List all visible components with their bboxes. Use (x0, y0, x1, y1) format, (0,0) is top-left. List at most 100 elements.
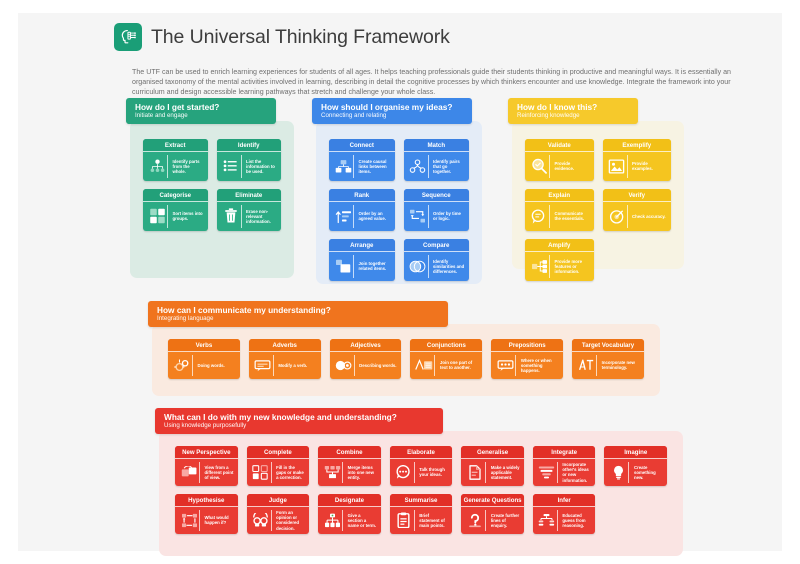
card-title: Connect (329, 139, 395, 152)
card-connect[interactable]: Connect (329, 139, 395, 181)
merge-blocks-icon (322, 461, 344, 483)
section-how-do-i-know: How do I know this? Reinforcing knowledg… (508, 98, 684, 281)
card-description: Brief statement of main points. (419, 512, 445, 529)
card-prepositions[interactable]: Prepositions Where or when something (491, 339, 564, 379)
card-title: Generalise (461, 446, 524, 459)
section-subtitle: Using knowledge purposefully (164, 422, 247, 429)
card-description: Provide examples. (632, 161, 653, 172)
card-hypothesise[interactable]: Hypothesise (175, 494, 238, 534)
target-check-icon (607, 204, 628, 228)
card-description: List the information to be used. (246, 158, 275, 175)
card-title: Exemplify (602, 139, 671, 152)
card-description: Join together related items. (358, 261, 387, 272)
card-description: Provide more features or information. (554, 258, 582, 275)
section-header-get-started: How do I get started? Initiate and engag… (126, 98, 276, 124)
card-description: Create further lines of enquiry. (490, 512, 520, 529)
card-generalise[interactable]: Generalise Make a widely applicab (461, 446, 524, 486)
card-categorise[interactable]: Categorise Sort items into groups. (143, 189, 208, 231)
section-panel-new-knowledge: New Perspective View from a different po… (159, 431, 683, 556)
card-title: Designate (318, 494, 381, 507)
checklist-icon (221, 154, 242, 178)
section-title: How should I organise my ideas? (321, 102, 453, 112)
flow-loop-icon (179, 509, 200, 531)
magnifier-check-icon (529, 154, 550, 178)
card-explain[interactable]: Explain Communicate the essentials. (525, 189, 594, 231)
card-description: Create something new. (633, 464, 656, 481)
card-description: Identify parts from the whole. (172, 158, 200, 175)
document-fold-icon (465, 461, 487, 483)
card-integrate[interactable]: Integrate Incorporate other's ide (532, 446, 596, 486)
card-description: Erase non-relevant information. (246, 208, 271, 225)
card-description: Incorporate other's ideas or new informa… (562, 462, 589, 483)
card-arrange[interactable]: Arrange Join together related items. (329, 239, 395, 281)
speech-tag-icon (253, 354, 274, 376)
card-title: Target Vocabulary (572, 339, 644, 352)
card-title: Combine (318, 446, 381, 459)
card-conjunctions[interactable]: Conjunctions Join one part of text t (410, 339, 483, 379)
section-communicate-understanding: How can I communicate my understanding? … (148, 301, 660, 396)
card-match[interactable]: Match Identify pairs that go togethe (403, 139, 469, 181)
card-judge[interactable]: Judge Form an (246, 494, 310, 534)
card-description: Incorporate new terminology. (601, 360, 635, 371)
connect-nodes-icon (333, 154, 354, 178)
card-adverbs[interactable]: Adverbs Modify a verb. (248, 339, 321, 379)
section-new-knowledge: What can I do with my new knowledge and … (155, 408, 683, 556)
card-description: Sort items into groups. (172, 211, 203, 222)
card-compare[interactable]: Compare Identify similarities and differ… (403, 239, 469, 281)
card-description: Check accuracy. (632, 213, 666, 219)
card-title: Adjectives (329, 339, 402, 352)
section-title: How do I know this? (517, 102, 598, 112)
card-adjectives[interactable]: Adjectives Describing words. (329, 339, 402, 379)
card-title: Verify (602, 189, 671, 202)
trash-icon (221, 204, 242, 228)
rotate-view-icon (179, 461, 200, 483)
card-summarise[interactable]: Summarise Brie (389, 494, 453, 534)
card-verbs[interactable]: Verbs Doing words. (168, 339, 240, 379)
card-title: Imagine (604, 446, 668, 459)
picture-frame-icon (607, 154, 628, 178)
card-description: Doing words. (197, 362, 225, 368)
card-description: What would happen if? (204, 515, 229, 526)
card-description: View from a different point of view. (204, 464, 234, 481)
page-title: The Universal Thinking Framework (151, 25, 450, 48)
card-amplify[interactable]: Amplify Provide more features or inf (525, 239, 594, 281)
section-header-how-do-i-know: How do I know this? Reinforcing knowledg… (508, 98, 638, 124)
card-description: Join one part of text to another. (439, 360, 473, 371)
card-title: Eliminate (216, 189, 281, 202)
card-exemplify[interactable]: Exemplify Provide examples. (602, 139, 671, 181)
card-title: Compare (403, 239, 469, 252)
card-target-vocabulary[interactable]: Target Vocabulary Incorporate new termin… (572, 339, 644, 379)
card-combine[interactable]: Combine Merge (318, 446, 381, 486)
card-imagine[interactable]: Imagine Create something new. (604, 446, 668, 486)
card-designate[interactable]: Designate (318, 494, 381, 534)
card-validate[interactable]: Validate Provide evidence. (525, 139, 594, 181)
card-title: Judge (246, 494, 310, 507)
section-organise-ideas: How should I organise my ideas? Connecti… (312, 98, 482, 284)
card-generate-questions[interactable]: Generate Questions Create further lines … (461, 494, 524, 534)
card-eliminate[interactable]: Eliminate Erase non-relevant informa (216, 189, 281, 231)
card-identify[interactable]: Identify List the information to be used… (216, 139, 281, 181)
card-title: Infer (532, 494, 596, 507)
card-rank[interactable]: Rank Order by an agreed value. (329, 189, 395, 231)
arrange-squares-icon (333, 254, 354, 278)
card-title: Adverbs (248, 339, 321, 352)
card-complete[interactable]: Complete Fill in the gaps or make (246, 446, 310, 486)
card-title: Identify (216, 139, 281, 152)
card-extract[interactable]: Extract (143, 139, 208, 181)
card-new-perspective[interactable]: New Perspective View from a different po… (175, 446, 238, 486)
card-sequence[interactable]: Sequence Order by t (403, 189, 469, 231)
hierarchy-icon (147, 154, 168, 178)
card-elaborate[interactable]: Elaborate Talk (389, 446, 453, 486)
section-header-new-knowledge: What can I do with my new knowledge and … (155, 408, 443, 434)
card-description: Describing words. (359, 362, 397, 368)
section-header-communicate-understanding: How can I communicate my understanding? … (148, 301, 448, 327)
card-description: Give a section a name or term. (347, 512, 377, 529)
app-header: The Universal Thinking Framework (114, 23, 450, 51)
card-description: Modify a verb. (278, 362, 308, 368)
sequence-arrows-icon (408, 204, 429, 228)
card-infer[interactable]: Infer (532, 494, 596, 534)
card-title: Categorise (143, 189, 208, 202)
card-description: Create causal links between items. (358, 158, 387, 175)
card-verify[interactable]: Verify Check accuracy. (602, 189, 671, 231)
section-panel-organise-ideas: Connect (316, 121, 482, 284)
